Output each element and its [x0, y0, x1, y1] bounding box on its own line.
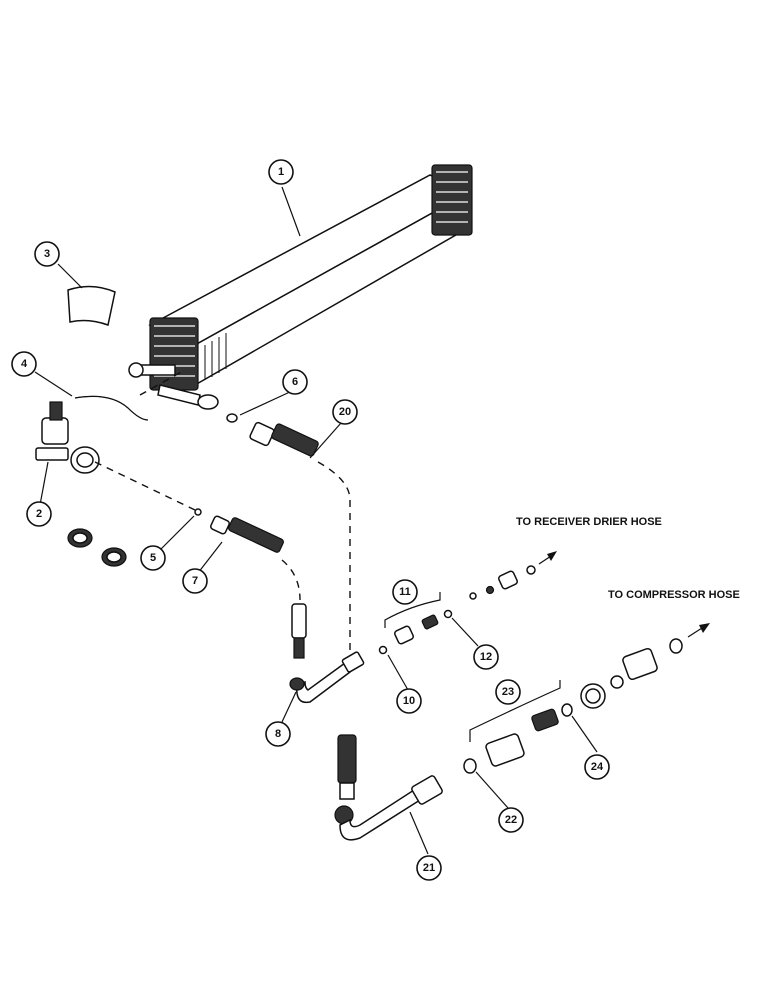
callout-4: 4 [11, 351, 37, 377]
svg-text:8: 8 [275, 728, 281, 740]
expansion-valve [35, 401, 100, 474]
nipple-fitting-8 [291, 603, 307, 659]
leader-8 [281, 691, 297, 723]
callout-22: 22 [498, 807, 524, 833]
bent-tube-21 [334, 775, 443, 841]
dash-line-2-5 [94, 461, 196, 511]
to-compressor-label: TO COMPRESSOR HOSE [608, 589, 740, 601]
leader-7 [197, 541, 223, 574]
hose-fitting-21-upper [337, 734, 357, 800]
callout-10: 10 [396, 688, 422, 714]
callout-2: 2 [26, 501, 52, 527]
callout-8: 8 [265, 721, 291, 747]
leader-1 [281, 186, 301, 237]
callout-24: 24 [584, 754, 610, 780]
leader-2 [39, 461, 49, 506]
o-ring-5 [194, 508, 202, 516]
arrow-right-icon-2 [687, 623, 710, 638]
dash-line-20-21 [317, 461, 351, 650]
leader-20 [309, 422, 342, 459]
svg-text:24: 24 [591, 761, 604, 773]
callout-3: 3 [34, 241, 60, 267]
svg-text:6: 6 [292, 376, 298, 388]
callout-5: 5 [140, 545, 166, 571]
leader-22 [475, 771, 509, 809]
leader-24 [571, 715, 598, 753]
svg-text:11: 11 [399, 586, 411, 598]
svg-text:3: 3 [44, 248, 50, 260]
o-ring-6 [226, 413, 238, 423]
svg-text:21: 21 [423, 862, 435, 874]
svg-text:10: 10 [403, 695, 415, 707]
hose-fitting-7 [210, 515, 284, 553]
bracket-23 [469, 680, 561, 742]
leader-21 [409, 811, 429, 855]
callout-12: 12 [473, 644, 499, 670]
bracket-11 [384, 592, 441, 628]
condenser-core [128, 164, 473, 410]
callout-6: 6 [282, 369, 308, 395]
svg-text:20: 20 [339, 406, 351, 418]
capillary-tube [74, 395, 149, 421]
dash-line-7-8 [281, 559, 301, 601]
svg-text:22: 22 [505, 814, 517, 826]
svg-text:2: 2 [36, 508, 42, 520]
svg-text:23: 23 [502, 686, 514, 698]
leader-12 [451, 617, 479, 647]
hose-clamps [67, 528, 127, 567]
fittings-group-11 [378, 565, 536, 655]
svg-text:7: 7 [192, 575, 198, 587]
leader-6 [239, 390, 293, 416]
to-receiver-drier-label: TO RECEIVER DRIER HOSE [516, 516, 662, 528]
svg-text:1: 1 [278, 166, 284, 178]
callout-7: 7 [182, 568, 208, 594]
callout-1: 1 [268, 159, 294, 185]
callout-11: 11 [392, 579, 418, 605]
svg-text:5: 5 [150, 552, 156, 564]
leader-3 [57, 263, 83, 289]
svg-text:4: 4 [21, 358, 28, 370]
bent-tube-8 [289, 651, 365, 704]
hose-fitting-20 [249, 421, 319, 457]
leader-10 [387, 654, 409, 691]
svg-text:12: 12 [480, 651, 492, 663]
fittings-group-23 [463, 638, 683, 774]
callout-21: 21 [416, 855, 442, 881]
callout-23: 23 [495, 679, 521, 705]
insulation-pad [67, 285, 116, 326]
leader-5 [159, 515, 195, 551]
callout-20: 20 [332, 399, 358, 425]
arrow-right-icon [538, 551, 557, 565]
leader-4 [34, 371, 73, 397]
dash-line-4-core [139, 369, 186, 396]
